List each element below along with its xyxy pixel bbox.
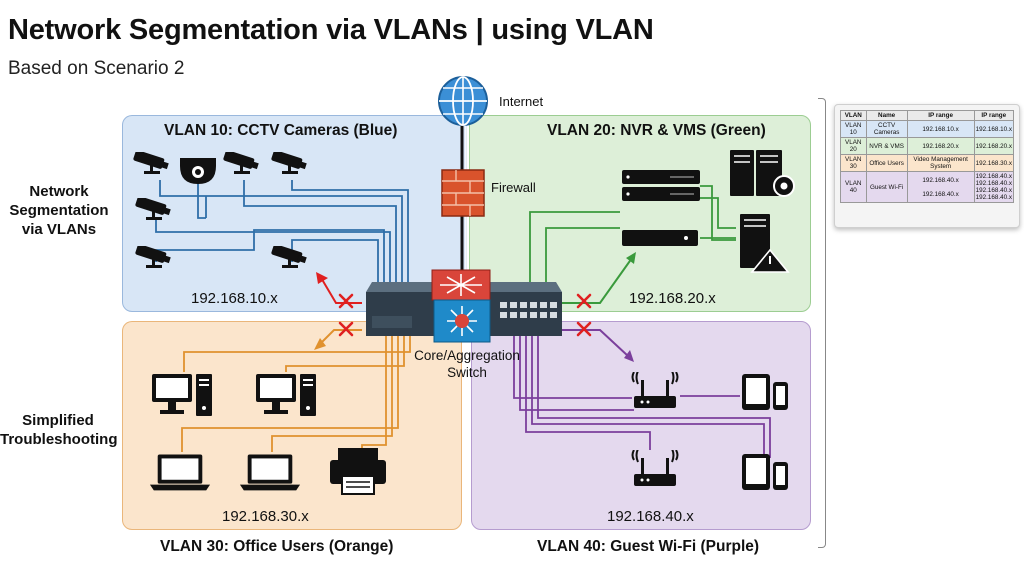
legend-cell: 192.168.40.x 192.168.40.x 192.168.40.x 1…: [973, 171, 1015, 203]
firewall-icon: [441, 169, 485, 217]
legend-cell: VLAN 30: [840, 154, 867, 172]
vlan30-ip: 192.168.30.x: [222, 508, 309, 525]
vlan10-panel: [122, 115, 467, 312]
vlan30-title: VLAN 30: Office Users (Orange): [160, 538, 394, 555]
internet-label: Internet: [499, 94, 544, 109]
vlan40-links: [513, 335, 771, 458]
legend-cell: Video Management System: [906, 154, 975, 172]
vlan40-panel: [471, 321, 811, 530]
legend-row: VLAN 10 CCTV Cameras 192.168.10.x 192.16…: [840, 120, 1015, 138]
page-subtitle: Based on Scenario 2: [8, 58, 185, 79]
legend-header: Name: [865, 110, 908, 121]
block-x-marks: [338, 293, 592, 337]
nvr-device-icons: [622, 150, 795, 273]
legend-row: VLAN 40 Guest Wi-Fi 192.168.40.x 192.168…: [840, 171, 1015, 203]
page-title: Network Segmentation via VLANs | using V…: [8, 14, 654, 46]
firewall-label: Firewall: [491, 180, 536, 195]
troubleshooting-label: Simplified Troubleshooting: [0, 412, 118, 448]
vlan30-links: [181, 335, 411, 452]
legend-cell: 192.168.10.x: [906, 120, 975, 138]
vlan20-links: [529, 185, 736, 292]
vlan10-title: VLAN 10: CCTV Cameras (Blue): [164, 122, 398, 139]
internet-globe-icon: [438, 76, 488, 126]
legend-cell: Office Users: [865, 154, 908, 172]
legend-cell: 192.168.30.x: [973, 154, 1015, 172]
legend-cell: VLAN 40: [840, 171, 867, 203]
vlan30-panel: [122, 321, 462, 530]
core-switch-icon: [366, 269, 562, 343]
legend-cell: NVR & VMS: [865, 137, 908, 155]
legend-header: IP range: [973, 110, 1015, 121]
legend-row: VLAN 30 Office Users Video Management Sy…: [840, 154, 1015, 172]
legend-cell: VLAN 20: [840, 137, 867, 155]
legend-header: IP range: [906, 110, 975, 121]
vlan10-ip: 192.168.10.x: [191, 290, 278, 307]
vlan-legend-table: VLAN Name IP range IP range VLAN 10 CCTV…: [834, 104, 1020, 228]
vlan40-title: VLAN 40: Guest Wi-Fi (Purple): [537, 538, 760, 555]
legend-cell: 192.168.20.x: [906, 137, 975, 155]
blocked-arrows: [314, 252, 636, 362]
vlan10-links: [155, 180, 409, 292]
legend-cell: 192.168.40.x 192.168.40.x: [906, 171, 975, 203]
vlan20-panel: [469, 115, 811, 312]
legend-cell: VLAN 10: [840, 120, 867, 138]
core-switch-label: Core/Aggregation Switch: [414, 348, 520, 380]
legend-cell: 192.168.20.x: [973, 137, 1015, 155]
cctv-camera-icons: [132, 152, 307, 268]
legend-row: VLAN 20 NVR & VMS 192.168.20.x 192.168.2…: [840, 137, 1015, 155]
vlan20-ip: 192.168.20.x: [629, 290, 716, 307]
legend-cell: CCTV Cameras: [865, 120, 908, 138]
vlan20-title: VLAN 20: NVR & VMS (Green): [547, 122, 766, 139]
legend-bracket: [818, 98, 826, 548]
legend-cell: 192.168.10.x: [973, 120, 1015, 138]
office-device-icons: [149, 374, 386, 495]
segmentation-label: Network Segmentation via VLANs: [9, 183, 109, 238]
vlan40-ip: 192.168.40.x: [607, 508, 694, 525]
legend-cell: Guest Wi-Fi: [865, 171, 908, 203]
legend-header: VLAN: [840, 110, 867, 121]
